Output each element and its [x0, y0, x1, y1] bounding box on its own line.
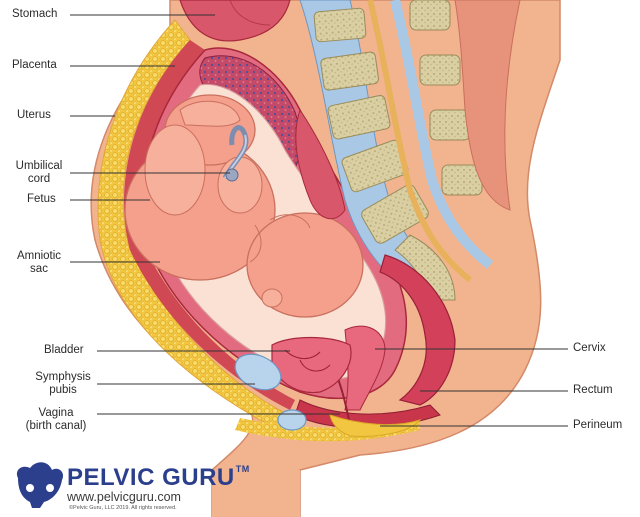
brand-trademark: TM: [235, 464, 250, 474]
label-vagina: Vagina (birth canal): [14, 407, 98, 433]
label-fetus: Fetus: [27, 193, 56, 205]
label-placenta: Placenta: [12, 59, 57, 71]
stomach: [179, 0, 291, 42]
label-symphysis-pubis-line1: Symphysis: [35, 371, 91, 383]
intestines: [295, 108, 346, 220]
pelvic-guru-logo-icon: [16, 462, 64, 508]
label-symphysis-pubis-line2: pubis: [49, 384, 77, 396]
label-bladder: Bladder: [44, 344, 84, 356]
label-amniotic-sac: Amniotic sac: [8, 250, 70, 276]
brand-name-text: PELVIC GURU: [67, 464, 235, 491]
label-symphysis-pubis: Symphysis pubis: [28, 371, 98, 397]
label-amniotic-sac-line1: Amniotic: [16, 250, 62, 262]
label-cervix: Cervix: [573, 342, 606, 354]
back-muscles: [454, 0, 521, 211]
label-stomach: Stomach: [12, 8, 58, 20]
brand-url[interactable]: www.pelvicguru.com: [67, 490, 181, 504]
label-umbilical-cord-line2: cord: [27, 173, 51, 185]
label-amniotic-sac-line2: sac: [30, 263, 48, 275]
leader-lines-left: [70, 14, 340, 415]
label-rectum: Rectum: [573, 384, 613, 396]
bladder: [271, 336, 352, 394]
brand-name: PELVIC GURUTM: [67, 464, 250, 492]
label-perineum: Perineum: [573, 419, 623, 431]
label-vagina-line2: (birth canal): [25, 420, 87, 432]
perineum: [329, 414, 422, 437]
brand-block: PELVIC GURUTM www.pelvicguru.com ©Pelvic…: [14, 462, 274, 512]
label-umbilical-cord-line1: Umbilical: [15, 160, 63, 172]
umbilical-cord: [222, 125, 249, 182]
label-vagina-line1: Vagina: [38, 407, 74, 419]
brand-copyright: ©Pelvic Guru, LLC 2019. All rights reser…: [69, 505, 177, 511]
label-umbilical-cord: Umbilical cord: [8, 160, 70, 186]
symphysis-pubis: [234, 353, 307, 431]
rectum: [379, 254, 456, 406]
leader-lines-right: [375, 348, 568, 427]
pelvic-floor: [294, 399, 441, 429]
label-uterus: Uterus: [17, 109, 51, 121]
spine: [299, 0, 494, 301]
